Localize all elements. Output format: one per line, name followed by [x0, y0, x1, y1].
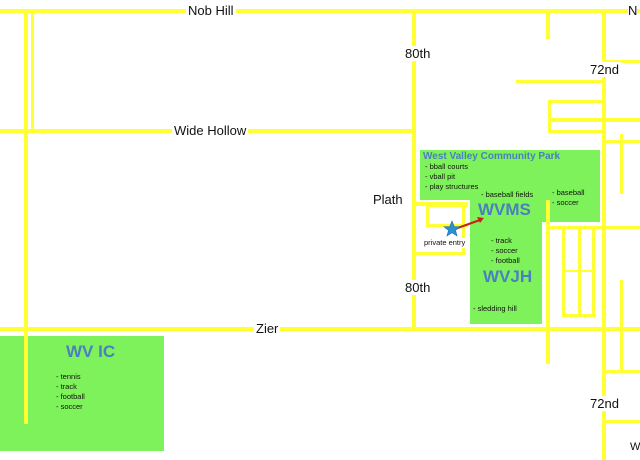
road-80th	[412, 9, 416, 331]
label-nob-hill: Nob Hill	[186, 3, 236, 18]
wvic-features: tennis track football soccer	[56, 372, 85, 412]
star-icon	[443, 220, 461, 237]
entry-label: private entry	[423, 238, 467, 248]
park-feature-item: play structures	[425, 182, 479, 192]
road-se-street-2	[606, 420, 640, 423]
road-72nd	[602, 9, 606, 460]
road-plath-loop-left	[426, 204, 429, 226]
road-32-vertical	[31, 9, 34, 129]
wvms-feature-item: baseball fields	[481, 190, 534, 200]
wvms-east-feature-item: baseball	[552, 188, 585, 198]
wvic-feature-item: soccer	[56, 402, 85, 412]
road-north-vertical	[546, 9, 550, 39]
road-ne-street-3	[548, 100, 551, 132]
road-ne-street-6	[620, 134, 623, 194]
entry-marker	[443, 217, 484, 237]
wvjh-extra: sledding hill	[473, 304, 517, 314]
road-ne-street-5	[606, 60, 640, 63]
label-se-partial: W	[630, 441, 640, 453]
road-se-street-1	[606, 370, 640, 373]
road-ne-street-1	[516, 80, 602, 83]
road-zier	[0, 327, 640, 331]
park-features: bball courts vball pit play structures	[425, 162, 479, 192]
label-72nd-north: 72nd	[588, 62, 621, 77]
park-feature-item: bball courts	[425, 162, 478, 172]
wvjh-title: WVJH	[483, 267, 533, 286]
wvms-title: WVMS	[478, 200, 531, 219]
road-field-strip-v2	[578, 228, 581, 316]
wvms-east-feature-item: soccer	[552, 198, 585, 208]
label-80th-north: 80th	[403, 46, 433, 61]
road-ne-street-4	[548, 130, 602, 133]
park-title: West Valley Community Park	[423, 151, 561, 162]
wvms-features: baseball fields	[481, 190, 534, 200]
label-plath: Plath	[371, 192, 405, 207]
wvjh-feature-item: football	[491, 256, 520, 266]
road-field-strip-v3	[592, 228, 595, 316]
park-feature-item: vball pit	[425, 172, 478, 182]
road-se-street-3	[620, 280, 623, 370]
road-ne-street-2	[548, 100, 602, 103]
road-ne-street-7	[606, 140, 640, 143]
road-plath-loop-top	[426, 204, 468, 207]
road-field-strip-bottom	[562, 314, 596, 317]
road-plath-loop-bottom	[426, 224, 468, 227]
wvjh-features: track soccer football	[491, 236, 520, 266]
road-western-vertical	[24, 9, 28, 424]
label-wide-hollow: Wide Hollow	[172, 123, 249, 138]
label-72nd-south: 72nd	[588, 396, 621, 411]
wvic-feature-item: tennis	[56, 372, 85, 382]
wvic-feature-item: football	[56, 392, 85, 402]
wvjh-extra-item: sledding hill	[473, 304, 517, 314]
label-80th-south: 80th	[403, 280, 433, 295]
wvjh-feature-item: track	[491, 236, 520, 246]
wvms-east-features: baseball soccer	[552, 188, 585, 208]
wvjh-feature-item: soccer	[491, 246, 520, 256]
road-field-strip-v1	[562, 228, 565, 316]
road-entry-drive	[416, 252, 466, 255]
field-strip	[548, 226, 596, 318]
road-field-strip-top	[548, 226, 640, 229]
label-zier: Zier	[254, 321, 281, 336]
wvic-title: WV IC	[66, 342, 116, 361]
road-nob-hill	[0, 9, 640, 13]
label-ne-partial: N	[628, 3, 638, 18]
road-field-strip-mid	[562, 270, 596, 272]
road-wide-hollow-east	[550, 118, 640, 122]
road-entry-drive-vertical	[462, 206, 465, 255]
entry-arrowhead	[477, 217, 484, 223]
wvic-feature-item: track	[56, 382, 85, 392]
road-east-vertical	[546, 200, 550, 364]
